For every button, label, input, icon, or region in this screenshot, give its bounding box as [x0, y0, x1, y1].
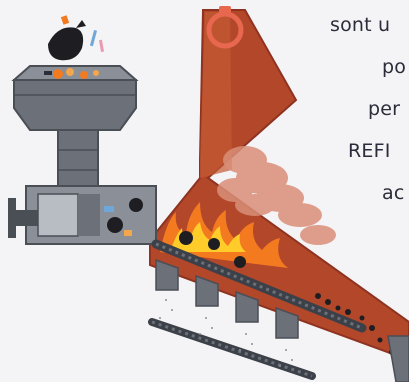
text-line-3: per	[368, 98, 401, 120]
text-line-1: sont u	[330, 14, 391, 36]
waste-in-hopper	[44, 68, 99, 79]
grate-supports	[155, 258, 299, 339]
furnace-chamber-shade	[200, 12, 232, 178]
flames	[160, 202, 288, 268]
text-line-2: po	[382, 56, 407, 78]
text-line-5: ac	[382, 182, 405, 204]
hopper	[11, 65, 139, 191]
smoke-plume	[217, 146, 336, 245]
feeding-ram	[8, 185, 157, 245]
text-line-4: REFI	[348, 140, 391, 162]
garbage-bag-icon	[48, 15, 105, 61]
lifting-ring-icon	[206, 6, 244, 49]
discharge-chute	[387, 335, 409, 382]
ash-conveyor	[148, 318, 316, 380]
moving-grate	[151, 239, 367, 333]
fine-ash	[159, 299, 293, 367]
